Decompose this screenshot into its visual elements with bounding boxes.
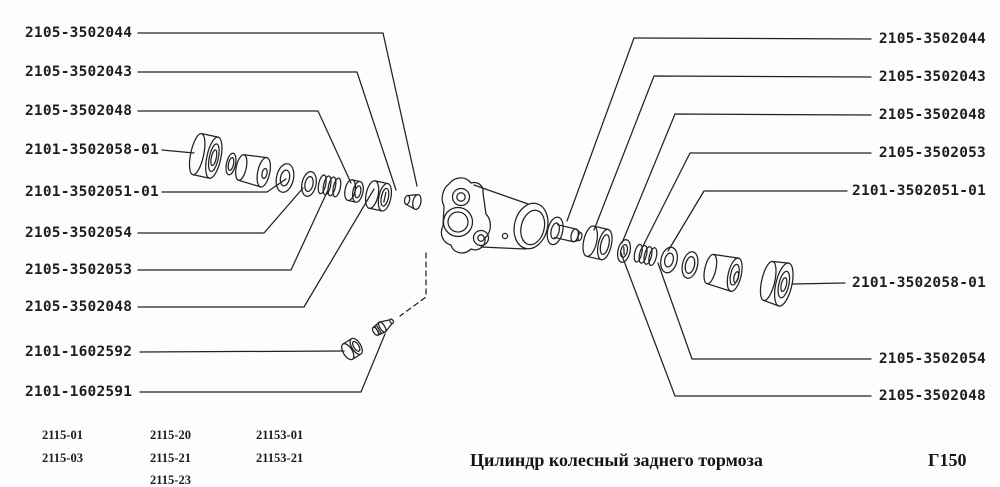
model-number: 2115-23: [150, 473, 191, 487]
leader-left-8: [137, 188, 375, 308]
part-label-left-9: 2101-1602592: [25, 344, 133, 360]
seal-ring-right: [660, 246, 678, 274]
spring-seat-right: [616, 239, 632, 263]
model-number: 2115-21: [150, 450, 191, 465]
part-label-left-6: 2105-3502054: [25, 225, 133, 241]
leader-right-6: [791, 282, 846, 285]
piston-right: [703, 253, 743, 292]
model-list-column-3: 21153-01 21153-21: [256, 424, 303, 469]
part-label-right-1: 2105-3502044: [878, 31, 986, 47]
support-cup-right: [582, 225, 613, 261]
boot-left: [188, 132, 223, 179]
part-label-left-8: 2105-3502048: [25, 299, 133, 315]
part-label-left-7: 2105-3502053: [25, 262, 133, 278]
spring-right: [633, 243, 658, 267]
leader-right-2: [593, 75, 872, 231]
part-label-left-4: 2101-3502058-01: [25, 142, 159, 158]
bleed-screw-axis-dashed: [399, 252, 427, 317]
retainer-ring-left: [225, 152, 237, 176]
leader-left-10: [139, 333, 386, 393]
washer-left: [301, 171, 317, 197]
model-number: 2115-03: [42, 450, 83, 465]
part-label-left-1: 2105-3502044: [25, 25, 133, 41]
leader-left-4: [161, 149, 195, 154]
part-label-right-7: 2105-3502054: [878, 351, 986, 367]
leader-left-5: [161, 178, 287, 193]
piston-left: [235, 154, 272, 188]
leader-left-7: [137, 189, 329, 271]
part-label-right-2: 2105-3502043: [878, 69, 986, 85]
part-label-right-4: 2105-3502053: [878, 145, 986, 161]
leader-lines: [137, 32, 872, 397]
bleeder-screw: [371, 318, 395, 336]
part-label-right-3: 2105-3502048: [878, 107, 986, 123]
spring-seat-left: [344, 179, 364, 203]
model-number: 2115-20: [150, 428, 191, 442]
support-cup-left: [364, 180, 393, 212]
leader-left-9: [139, 350, 345, 353]
part-label-left-10: 2101-1602591: [25, 384, 133, 400]
model-number: 21153-01: [256, 428, 304, 442]
part-label-left-3: 2105-3502048: [25, 103, 133, 119]
leader-right-4: [642, 152, 872, 247]
seal-ring-left: [275, 163, 295, 193]
part-label-left-5: 2101-3502051-01: [25, 184, 159, 200]
leader-right-1: [566, 37, 872, 222]
part-label-right-6: 2101-3502058-01: [852, 275, 986, 291]
model-number: 21153-21: [256, 450, 304, 465]
wheel-cylinder-body: [440, 177, 549, 254]
shoe-stop-plug-left: [403, 194, 422, 211]
leader-left-6: [137, 187, 304, 234]
model-list-column-1: 2115-01 2115-03: [42, 424, 83, 469]
part-label-right-5: 2101-3502051-01: [852, 183, 986, 199]
figure-caption: Цилиндр колесный заднего тормоза: [470, 450, 763, 470]
model-number: 2115-01: [42, 428, 83, 442]
boot-right: [759, 260, 794, 307]
spring-left: [317, 174, 342, 198]
shoe-stop-right: [546, 216, 583, 246]
model-list-column-2: 2115-20 2115-21 2115-23: [150, 424, 191, 487]
part-label-left-2: 2105-3502043: [25, 64, 133, 80]
figure-code: Г150: [928, 450, 967, 470]
leader-right-3: [621, 113, 872, 244]
part-label-right-8: 2105-3502048: [878, 388, 986, 404]
leader-left-2: [137, 71, 397, 191]
leader-right-8: [620, 252, 872, 397]
leader-right-7: [657, 262, 872, 360]
leader-left-1: [137, 32, 418, 187]
bleeder-cap: [341, 337, 363, 361]
leader-left-3: [137, 110, 352, 184]
leader-right-5: [667, 190, 848, 252]
washer-right: [681, 251, 699, 279]
